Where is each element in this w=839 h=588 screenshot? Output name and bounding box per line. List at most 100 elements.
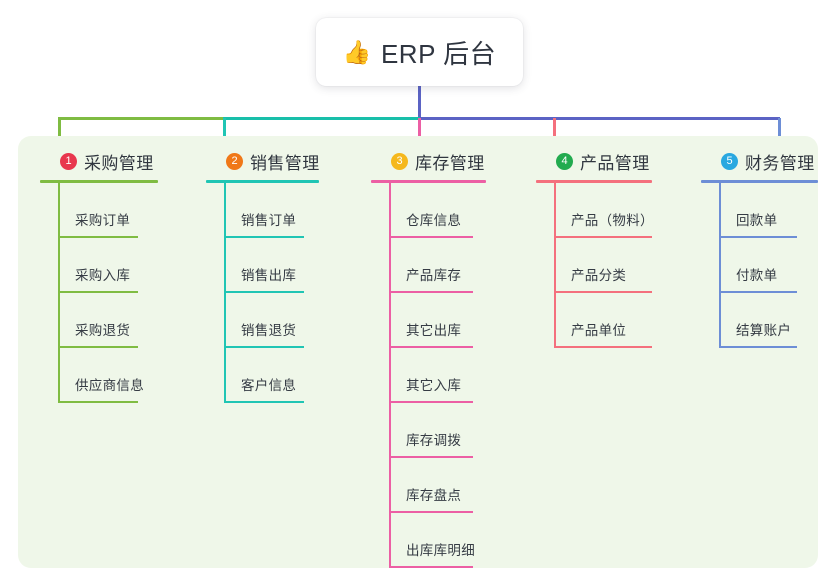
leaf-node-rule — [224, 345, 304, 348]
leaf-node-label: 销售订单 — [241, 212, 297, 228]
leaf-node-label: 产品（物料） — [571, 212, 654, 228]
column-1: 1 采购管理采购订单采购入库采购退货供应商信息 — [40, 148, 158, 403]
leaf-node[interactable]: 产品库存 — [371, 238, 486, 293]
leaf-node[interactable]: 产品分类 — [536, 238, 652, 293]
leaf-node[interactable]: 销售退货 — [206, 293, 320, 348]
leaf-node-label: 付款单 — [736, 267, 778, 283]
leaf-node-label: 产品分类 — [571, 267, 627, 283]
column-spine-2 — [224, 182, 226, 403]
leaf-node-rule — [389, 290, 473, 293]
column-items-4: 产品（物料） 产品分类产品单位 — [536, 182, 654, 348]
column-title-1: 采购管理 — [84, 153, 154, 173]
leaf-node[interactable]: 结算账户 — [701, 293, 818, 348]
leaf-node[interactable]: 采购订单 — [40, 183, 158, 238]
leaf-node-label: 结算账户 — [736, 322, 792, 338]
thumbs-up-icon: 👍 — [342, 38, 372, 65]
leaf-node-rule — [554, 290, 652, 293]
column-header-3[interactable]: 3 库存管理 — [371, 148, 486, 174]
leaf-node-rule — [554, 345, 652, 348]
leaf-node-rule — [719, 235, 797, 238]
column-badge-3: 3 — [391, 152, 408, 170]
leaf-node[interactable]: 采购退货 — [40, 293, 158, 348]
leaf-node[interactable]: 供应商信息 — [40, 348, 158, 403]
leaf-node[interactable]: 采购入库 — [40, 238, 158, 293]
column-header-rule-5 — [701, 180, 818, 183]
leaf-node-label: 客户信息 — [241, 377, 297, 393]
column-header-rule-4 — [536, 180, 652, 183]
column-header-2[interactable]: 2 销售管理 — [206, 148, 320, 174]
column-title-3: 库存管理 — [415, 153, 485, 173]
leaf-node-rule — [389, 510, 473, 513]
leaf-node-label: 库存盘点 — [406, 487, 462, 503]
leaf-node-label: 产品库存 — [406, 267, 462, 283]
leaf-node-label: 采购入库 — [75, 267, 131, 283]
leaf-node-rule — [58, 235, 138, 238]
leaf-node-label: 回款单 — [736, 212, 778, 228]
column-title-5: 财务管理 — [745, 153, 815, 173]
leaf-node-label: 采购退货 — [75, 322, 131, 338]
column-items-1: 采购订单采购入库采购退货供应商信息 — [40, 182, 158, 403]
leaf-node[interactable]: 回款单 — [701, 183, 818, 238]
column-header-rule-3 — [371, 180, 486, 183]
column-header-4[interactable]: 4 产品管理 — [536, 148, 652, 174]
column-3: 3 库存管理仓库信息产品库存其它出库其它入库库存调拨库存盘点出库库明细 — [371, 148, 486, 568]
column-badge-1: 1 — [60, 152, 77, 170]
leaf-node[interactable]: 销售订单 — [206, 183, 320, 238]
leaf-node-rule — [58, 345, 138, 348]
leaf-node-rule — [719, 290, 797, 293]
leaf-node-label: 仓库信息 — [406, 212, 462, 228]
leaf-node-rule — [58, 400, 138, 403]
column-items-2: 销售订单销售出库销售退货客户信息 — [206, 182, 320, 403]
leaf-node-label: 其它出库 — [406, 322, 462, 338]
leaf-node-label: 供应商信息 — [75, 377, 144, 393]
leaf-node-label: 销售退货 — [241, 322, 297, 338]
column-4: 4 产品管理产品（物料） 产品分类产品单位 — [536, 148, 654, 348]
column-2: 2 销售管理销售订单销售出库销售退货客户信息 — [206, 148, 320, 403]
leaf-node[interactable]: 仓库信息 — [371, 183, 486, 238]
leaf-node[interactable]: 其它入库 — [371, 348, 486, 403]
leaf-node-rule — [554, 235, 652, 238]
root-node-card[interactable]: 👍 ERP 后台 — [316, 18, 523, 86]
column-spine-3 — [389, 182, 391, 568]
column-spine-1 — [58, 182, 60, 403]
leaf-node[interactable]: 出库库明细 — [371, 513, 486, 568]
leaf-node-label: 产品单位 — [571, 322, 627, 338]
leaf-node[interactable]: 付款单 — [701, 238, 818, 293]
leaf-node-rule — [224, 400, 304, 403]
column-badge-2: 2 — [226, 152, 243, 170]
leaf-node[interactable]: 产品（物料） — [536, 183, 654, 238]
leaf-node-rule — [58, 290, 138, 293]
leaf-node-rule — [224, 235, 304, 238]
leaf-node-rule — [719, 345, 797, 348]
leaf-node[interactable]: 客户信息 — [206, 348, 320, 403]
column-title-2: 销售管理 — [250, 153, 320, 173]
leaf-node-label: 其它入库 — [406, 377, 462, 393]
column-title-4: 产品管理 — [580, 153, 650, 173]
leaf-node[interactable]: 库存盘点 — [371, 458, 486, 513]
leaf-node[interactable]: 其它出库 — [371, 293, 486, 348]
leaf-node-label: 出库库明细 — [406, 542, 475, 558]
column-items-3: 仓库信息产品库存其它出库其它入库库存调拨库存盘点出库库明细 — [371, 182, 486, 568]
leaf-node-rule — [389, 400, 473, 403]
diagram-panel — [18, 136, 818, 568]
column-spine-4 — [554, 182, 556, 348]
column-header-rule-2 — [206, 180, 319, 183]
root-node-label: ERP 后台 — [380, 38, 497, 69]
column-header-1[interactable]: 1 采购管理 — [40, 148, 158, 174]
leaf-node[interactable]: 库存调拨 — [371, 403, 486, 458]
leaf-node-label: 库存调拨 — [406, 432, 462, 448]
leaf-node[interactable]: 销售出库 — [206, 238, 320, 293]
leaf-node-label: 采购订单 — [75, 212, 131, 228]
column-spine-5 — [719, 182, 721, 348]
leaf-node-rule — [224, 290, 304, 293]
leaf-node-rule — [389, 455, 473, 458]
leaf-node-rule — [389, 235, 473, 238]
column-items-5: 回款单付款单结算账户 — [701, 182, 818, 348]
leaf-node-label: 销售出库 — [241, 267, 297, 283]
column-badge-4: 4 — [556, 152, 573, 170]
leaf-node[interactable]: 产品单位 — [536, 293, 652, 348]
leaf-node-rule — [389, 565, 473, 568]
